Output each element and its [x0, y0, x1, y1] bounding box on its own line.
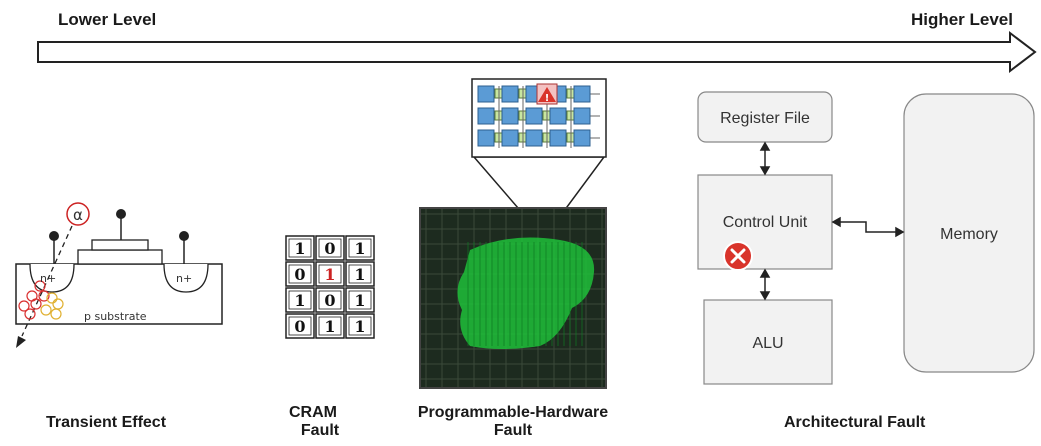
cram-cell — [345, 261, 375, 287]
fpga-die: ! — [419, 78, 607, 389]
logic-block — [501, 85, 519, 103]
cram-fault-caption: CRAM Fault — [278, 404, 348, 440]
alpha-symbol: α — [73, 206, 83, 224]
higher-level-label: Higher Level — [910, 10, 1013, 29]
programmable-fault-caption: Programmable-Hardware Fault — [386, 404, 640, 440]
gate-oxide — [77, 249, 163, 265]
logic-block — [501, 107, 519, 125]
cram-bit: 0 — [294, 317, 305, 336]
lower-level-label: Lower Level — [58, 10, 157, 29]
cram-bit: 1 — [354, 317, 365, 336]
memory-label: Memory — [940, 226, 998, 243]
cram-bit: 0 — [324, 291, 335, 310]
cram-bit: 0 — [324, 239, 335, 258]
n-well-right — [163, 263, 209, 293]
logic-block — [549, 107, 567, 125]
source-terminal — [49, 231, 59, 241]
alpha-particle-icon — [66, 202, 90, 226]
warning-symbol: ! — [545, 93, 550, 104]
logic-block — [525, 107, 543, 125]
cram-cell — [285, 261, 315, 287]
logic-block — [477, 85, 495, 103]
cram-cell — [345, 287, 375, 313]
gate-electrode — [91, 239, 149, 251]
cram-cell — [315, 313, 345, 339]
warning-icon — [538, 87, 556, 102]
substrate-label: p substrate — [84, 310, 147, 323]
particle-trajectory — [21, 225, 73, 337]
alu-label: ALU — [752, 335, 783, 352]
transient-effect-caption: Transient Effect — [46, 414, 167, 431]
cram-bit: 1 — [354, 265, 365, 284]
transistor-diagram: α n+ n+ p substrate — [15, 202, 223, 348]
n-well-left — [29, 263, 75, 293]
trajectory-arrowhead — [16, 336, 26, 348]
cram-cell — [345, 313, 375, 339]
logic-block — [573, 129, 591, 147]
cram-bit: 1 — [294, 291, 305, 310]
logic-block — [549, 129, 567, 147]
cram-bit: 1 — [294, 239, 305, 258]
cram-bit: 0 — [294, 265, 305, 284]
cram-bit: 1 — [354, 291, 365, 310]
logic-block — [525, 129, 543, 147]
logic-block — [573, 107, 591, 125]
cram-caption-line1: CRAM — [289, 404, 337, 421]
electron-charges — [18, 280, 50, 320]
cram-cell — [285, 313, 315, 339]
architectural-fault-caption: Architectural Fault — [784, 414, 926, 431]
drain-terminal — [179, 231, 189, 241]
cram-caption-line2: Fault — [300, 422, 340, 439]
gate-terminal — [116, 209, 126, 219]
cram-cell — [285, 287, 315, 313]
programmable-caption-line2: Fault — [493, 422, 533, 439]
programmable-caption-line1: Programmable-Hardware — [417, 404, 609, 421]
routing-tiles: ! — [477, 83, 600, 148]
cram-cell — [285, 235, 315, 261]
alu-box — [703, 299, 833, 385]
register-file-label: Register File — [720, 110, 810, 127]
cram-bit: 1 — [354, 239, 365, 258]
logic-block — [477, 107, 495, 125]
n-plus-left-label: n+ — [40, 272, 56, 285]
memory-box — [903, 93, 1035, 373]
cram-cell — [315, 287, 345, 313]
logic-block — [477, 129, 495, 147]
logic-block — [501, 129, 519, 147]
level-arrow — [37, 30, 1037, 74]
hole-charges — [40, 292, 64, 320]
logic-block — [573, 85, 591, 103]
n-plus-right-label: n+ — [176, 272, 192, 285]
connection-arrows — [759, 141, 905, 301]
cram-bit: 1 — [324, 317, 335, 336]
architecture-diagram: Register File Control Unit ALU Memory — [697, 91, 1035, 385]
cram-cell — [315, 235, 345, 261]
cram-cell — [315, 261, 345, 287]
control-unit-label: Control Unit — [723, 214, 808, 231]
cram-cell — [345, 235, 375, 261]
cram-flipped-bit: 1 — [324, 265, 335, 284]
